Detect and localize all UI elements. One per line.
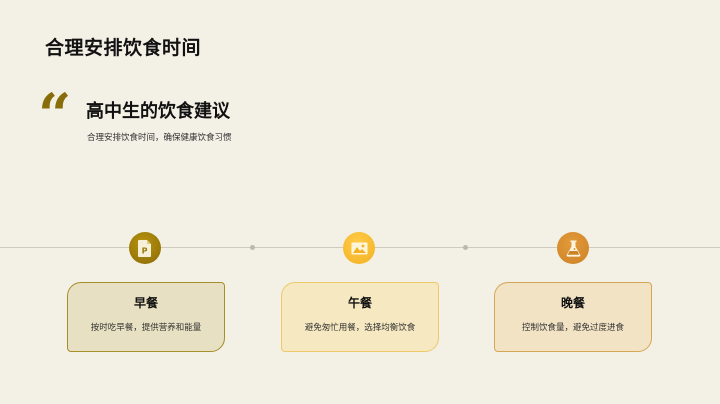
quote-title: 高中生的饮食建议	[86, 101, 230, 122]
document-p-icon: P	[138, 239, 152, 257]
card-title: 晚餐	[560, 296, 585, 310]
timeline-node-dinner	[557, 232, 589, 264]
card-description: 控制饮食量，避免过度进食	[521, 323, 624, 333]
timeline-dot	[250, 245, 255, 250]
timeline-dot	[463, 245, 468, 250]
svg-text:P: P	[142, 246, 148, 255]
card-description: 避免匆忙用餐，选择均衡饮食	[304, 323, 416, 333]
quote-subtitle: 合理安排饮食时间，确保健康饮食习惯	[87, 133, 232, 143]
page-title: 合理安排饮食时间	[45, 37, 202, 59]
card-description: 按时吃早餐，提供营养和能量	[90, 323, 202, 333]
card-title: 早餐	[133, 296, 158, 310]
card-breakfast: 早餐 按时吃早餐，提供营养和能量	[67, 282, 225, 352]
card-title: 午餐	[347, 296, 372, 310]
quote-mark-icon: “	[38, 81, 71, 149]
card-lunch: 午餐 避免匆忙用餐，选择均衡饮食	[281, 282, 439, 352]
card-dinner: 晚餐 控制饮食量，避免过度进食	[494, 282, 652, 352]
timeline-node-lunch	[343, 232, 375, 264]
timeline-node-breakfast: P	[129, 232, 161, 264]
image-icon	[351, 242, 368, 255]
flask-icon	[566, 240, 581, 257]
